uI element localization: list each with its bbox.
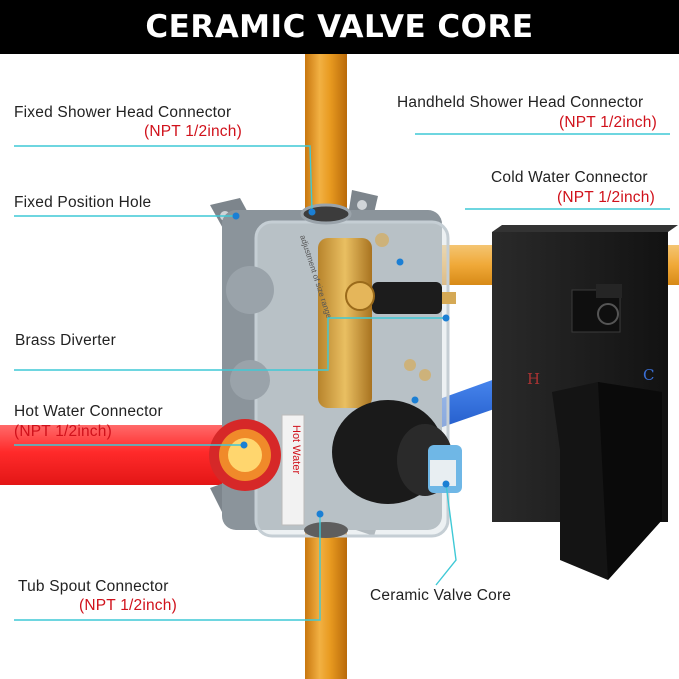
- fixed-shower-head-label: Fixed Shower Head Connector: [14, 104, 232, 121]
- handheld-shower-head-spec: (NPT 1/2inch): [559, 114, 657, 131]
- banner-title: CERAMIC VALVE CORE: [145, 9, 534, 45]
- cold-water-spec: (NPT 1/2inch): [557, 189, 655, 206]
- plate-cold-mark: C: [643, 366, 654, 384]
- brass-diverter-label: Brass Diverter: [15, 332, 116, 349]
- title-banner: [0, 0, 679, 54]
- fixed-shower-head-spec: (NPT 1/2inch): [144, 123, 242, 140]
- tub-spout-label: Tub Spout Connector: [18, 578, 169, 595]
- fixed-position-hole-label: Fixed Position Hole: [14, 194, 152, 211]
- plate-hot-mark: H: [527, 370, 540, 388]
- brass-body: [318, 238, 372, 408]
- tub-spout-spec: (NPT 1/2inch): [79, 597, 177, 614]
- box-side-text: Hot Water: [290, 425, 302, 474]
- hot-water-spec: (NPT 1/2inch): [14, 423, 112, 440]
- hot-water-label: Hot Water Connector: [14, 403, 163, 420]
- handheld-shower-head-label: Handheld Shower Head Connector: [397, 94, 644, 111]
- cold-water-label: Cold Water Connector: [491, 169, 648, 186]
- ceramic-valve-core-label: Ceramic Valve Core: [370, 587, 512, 604]
- brass-diverter: [372, 282, 442, 314]
